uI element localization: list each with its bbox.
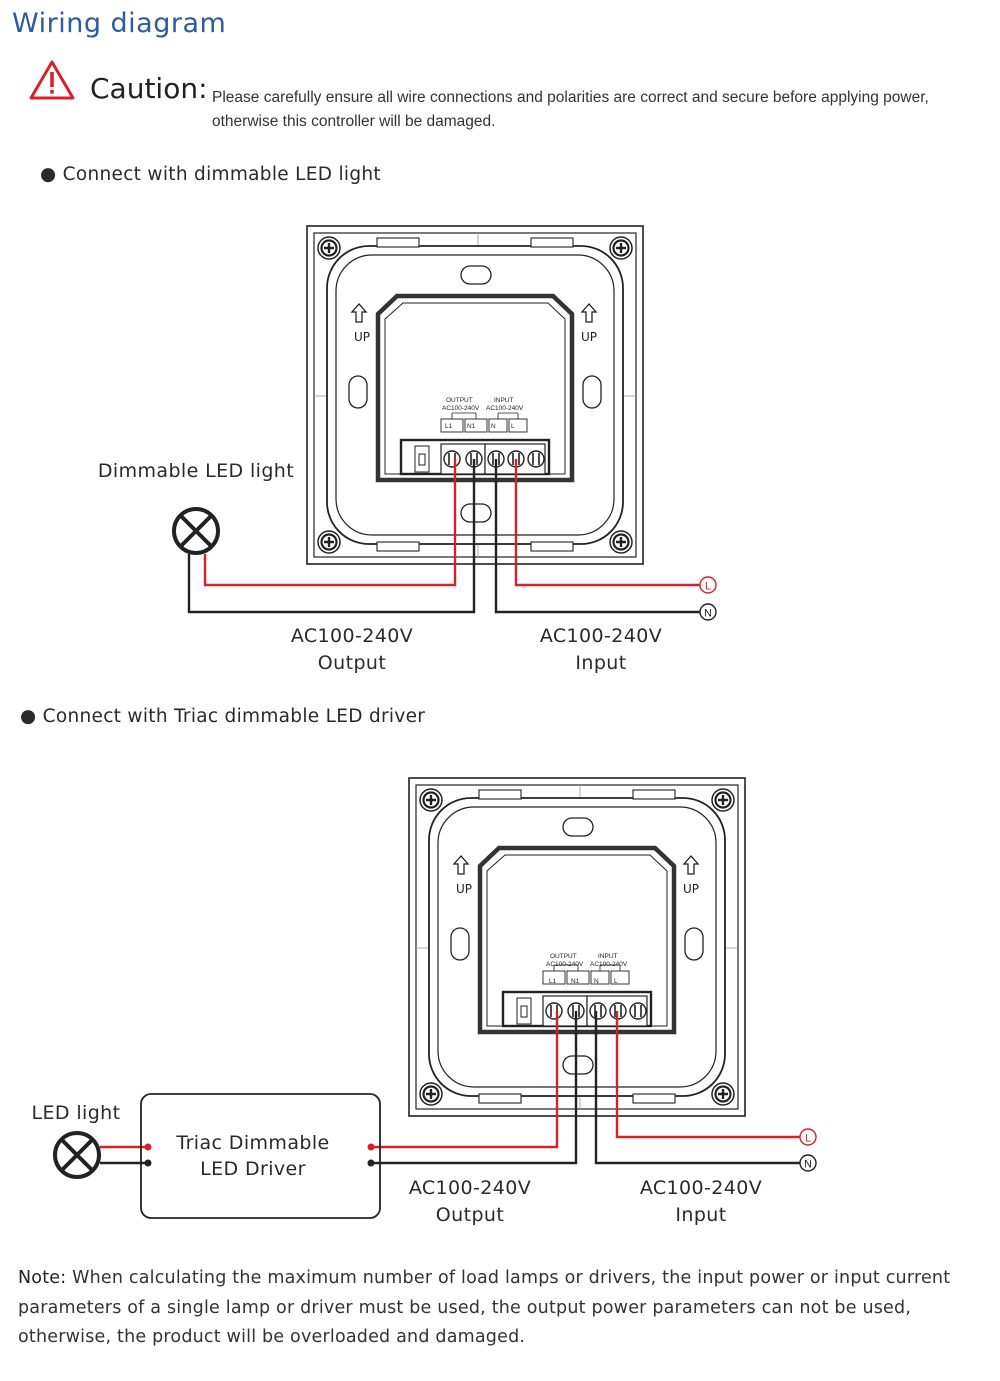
input-voltage-2: AC100-240V [639, 1177, 763, 1199]
live-terminal-1: L [699, 576, 717, 594]
section1-heading: ● Connect with dimmable LED light [40, 164, 381, 185]
input-label-2: AC100-240V Input [611, 1175, 791, 1229]
svg-text:N: N [594, 978, 599, 985]
svg-text:UP: UP [456, 882, 472, 896]
section2-heading: ● Connect with Triac dimmable LED driver [20, 706, 426, 727]
svg-text:INPUT: INPUT [598, 953, 618, 960]
svg-text:L1: L1 [549, 978, 557, 985]
input-word-1: Input [575, 652, 627, 674]
output-word-2: Output [435, 1204, 505, 1226]
svg-text:AC100-240V: AC100-240V [590, 961, 628, 968]
caution-heading: Caution: [90, 72, 208, 105]
wires-diagram-1 [187, 459, 700, 614]
svg-text:UP: UP [581, 330, 597, 344]
svg-text:UP: UP [354, 330, 370, 344]
note-prefix: Note: [18, 1268, 67, 1288]
svg-text:AC100-240V: AC100-240V [442, 405, 480, 412]
dimmable-led-light-label: Dimmable LED light [97, 460, 295, 482]
note-text: When calculating the maximum number of l… [18, 1268, 951, 1347]
svg-text:AC100-240V: AC100-240V [546, 961, 584, 968]
svg-text:L: L [511, 423, 515, 430]
svg-text:L: L [805, 1133, 811, 1145]
wall-panel-diagram-2: UP UP OUTPUT AC100-240V INPUT AC100-240V… [409, 778, 745, 1116]
output-word-1: Output [317, 652, 387, 674]
wall-panel-diagram-1: UP UP OUTPUT AC100-240V INPUT AC100-240V… [307, 226, 643, 564]
live-terminal-2: L [799, 1128, 817, 1146]
svg-text:N: N [704, 608, 712, 620]
output-voltage-2: AC100-240V [408, 1177, 532, 1199]
svg-text:N1: N1 [467, 423, 476, 430]
svg-text:UP: UP [683, 882, 699, 896]
svg-text:OUTPUT: OUTPUT [446, 397, 473, 404]
svg-text:L: L [614, 978, 618, 985]
warning-triangle-icon [29, 60, 75, 100]
svg-text:N: N [804, 1159, 812, 1171]
input-label-1: AC100-240V Input [511, 623, 691, 677]
lamp-icon [172, 507, 220, 555]
svg-text:OUTPUT: OUTPUT [550, 953, 577, 960]
input-word-2: Input [675, 1204, 727, 1226]
output-label-2: AC100-240V Output [380, 1175, 560, 1229]
svg-text:L: L [705, 581, 711, 593]
svg-text:AC100-240V: AC100-240V [486, 405, 524, 412]
svg-text:INPUT: INPUT [494, 397, 514, 404]
svg-text:L1: L1 [445, 423, 453, 430]
output-label-1: AC100-240V Output [262, 623, 442, 677]
output-voltage-1: AC100-240V [290, 625, 414, 647]
neutral-terminal-2: N [799, 1154, 817, 1172]
driver-label: Triac Dimmable LED Driver [153, 1130, 353, 1182]
input-voltage-1: AC100-240V [539, 625, 663, 647]
page-title: Wiring diagram [12, 8, 227, 39]
led-light-label: LED light [31, 1102, 121, 1124]
svg-text:N: N [491, 423, 496, 430]
note-paragraph: Note: When calculating the maximum numbe… [18, 1264, 978, 1353]
svg-text:N1: N1 [571, 978, 580, 985]
wires-diagram-2 [100, 1011, 800, 1167]
driver-label-line2: LED Driver [200, 1158, 306, 1180]
lamp-icon-2 [53, 1131, 101, 1179]
caution-text: Please carefully ensure all wire connect… [212, 89, 929, 130]
neutral-terminal-1: N [699, 603, 717, 621]
driver-label-line1: Triac Dimmable [176, 1132, 330, 1154]
driver-box [140, 1093, 381, 1219]
